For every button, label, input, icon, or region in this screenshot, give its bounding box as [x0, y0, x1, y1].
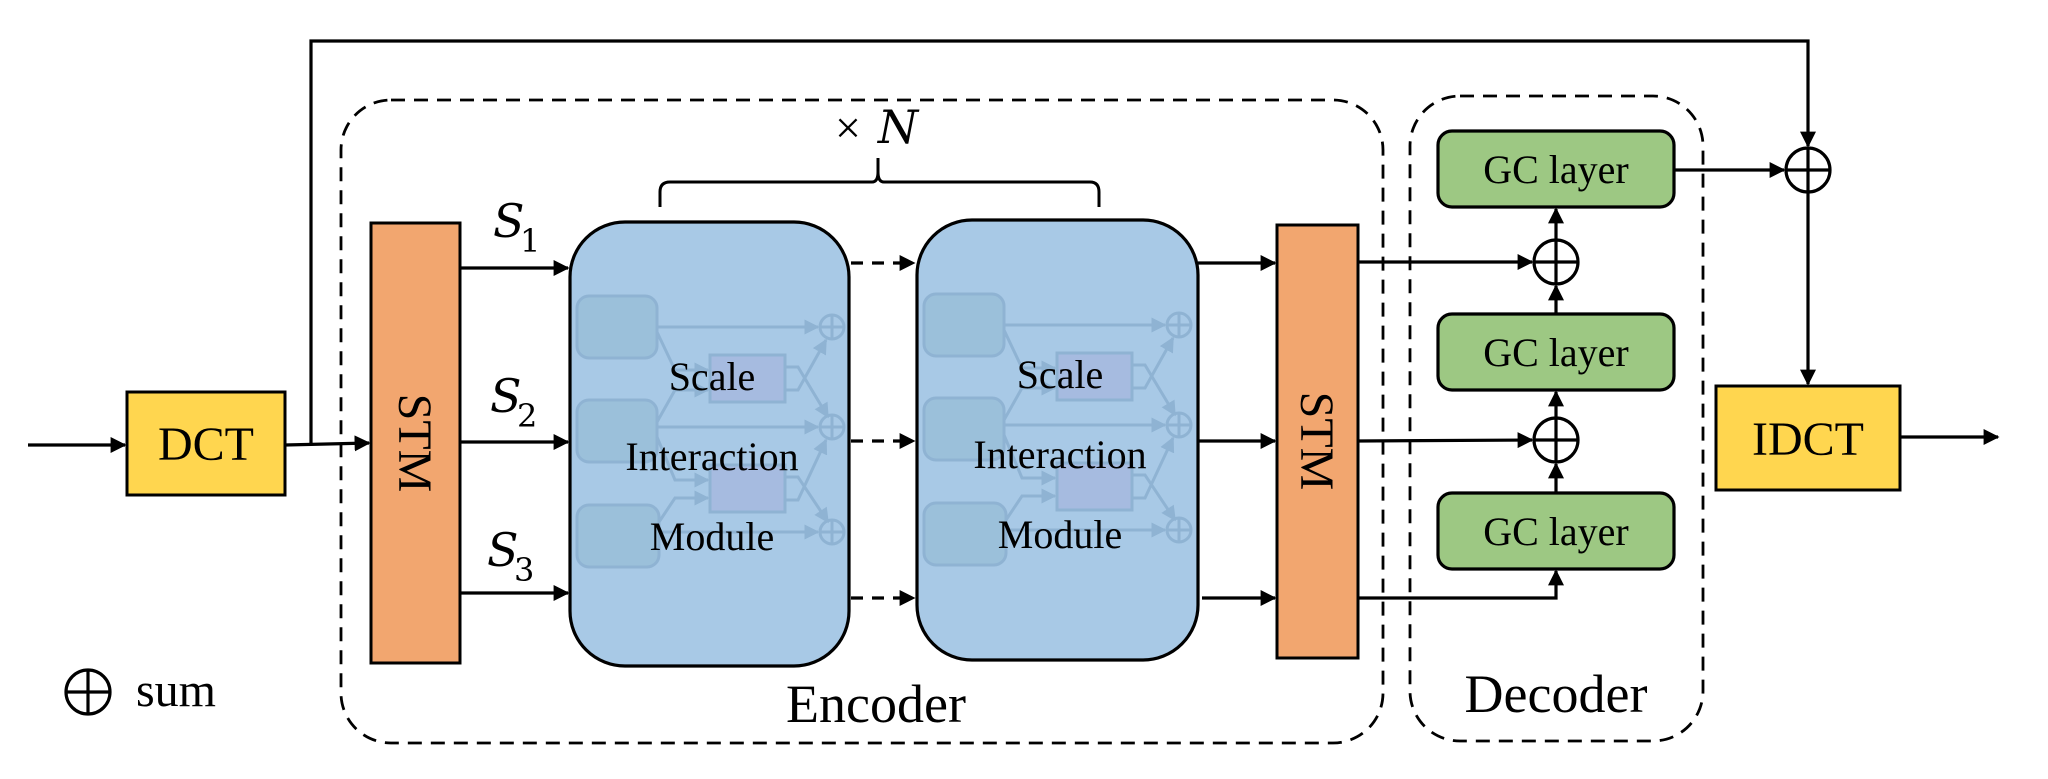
sim-block-2-line-3: Module [998, 512, 1122, 557]
sim-block-2-line-2: Interaction [973, 432, 1146, 477]
stm-output-box [1275, 223, 1360, 660]
scale-label-3: S 3 [487, 523, 534, 589]
idct-block: IDCT [1714, 384, 1902, 492]
stm-input-label: STM [388, 394, 441, 493]
sum-icon [1532, 238, 1580, 286]
scale-subscript: 2 [517, 397, 537, 435]
stm-to-gc-3 [1358, 569, 1564, 600]
encoder-label: Encoder [786, 674, 966, 734]
sum-icon [1784, 146, 1832, 194]
gc-layer-2-label: GC layer [1483, 330, 1629, 375]
dct-block: DCT [125, 390, 287, 497]
sim-block-1-line-1: Scale [669, 354, 756, 399]
gc-layer-1: GC layer [1436, 129, 1676, 209]
repeat-variable: N [877, 100, 920, 154]
sim-block-1-line-2: Interaction [625, 434, 798, 479]
gc-layer-3-label: GC layer [1483, 509, 1629, 554]
dct-box [125, 390, 287, 497]
scale-label-2: S 2 [490, 369, 537, 435]
idct-box [1714, 384, 1902, 492]
gc-layer-1-label: GC layer [1483, 147, 1629, 192]
sum-icon [64, 668, 112, 716]
stm-to-sum-2 [1357, 432, 1534, 449]
legend-label: sum [136, 664, 216, 717]
sim-block-1: Scale Interaction Module [568, 220, 851, 668]
repeat-brace [658, 158, 1101, 207]
stm-output-label: STM [1290, 392, 1343, 491]
scale-symbol: S [493, 194, 525, 248]
legend: sum [64, 664, 216, 717]
sim-block-2-line-1: Scale [1017, 352, 1104, 397]
stm-input-block: STM [369, 221, 462, 665]
idct-label: IDCT [1752, 413, 1864, 466]
skip-connection [309, 39, 1816, 445]
stm-output-block: STM [1275, 223, 1360, 660]
scale-symbol: S [490, 369, 522, 423]
encoder-group [339, 98, 1385, 745]
dct-label: DCT [158, 418, 254, 471]
gc-layer-3: GC layer [1436, 491, 1676, 571]
scale-subscript: 3 [514, 551, 534, 589]
sim-block-2: Scale Interaction Module [915, 218, 1200, 662]
scale-symbol: S [487, 523, 519, 577]
scale-label-1: S 1 [493, 194, 540, 260]
repeat-times: × [835, 102, 861, 153]
repeat-label: × N [835, 100, 920, 154]
stm-input-box [369, 221, 462, 665]
decoder-group [1408, 94, 1705, 743]
sum-icon [1532, 416, 1580, 464]
scale-subscript: 1 [520, 222, 540, 260]
gc-layer-2: GC layer [1436, 312, 1676, 392]
sim-block-1-line-3: Module [650, 514, 774, 559]
dct-to-stm-arrow [284, 435, 371, 452]
decoder-label: Decoder [1465, 664, 1648, 724]
